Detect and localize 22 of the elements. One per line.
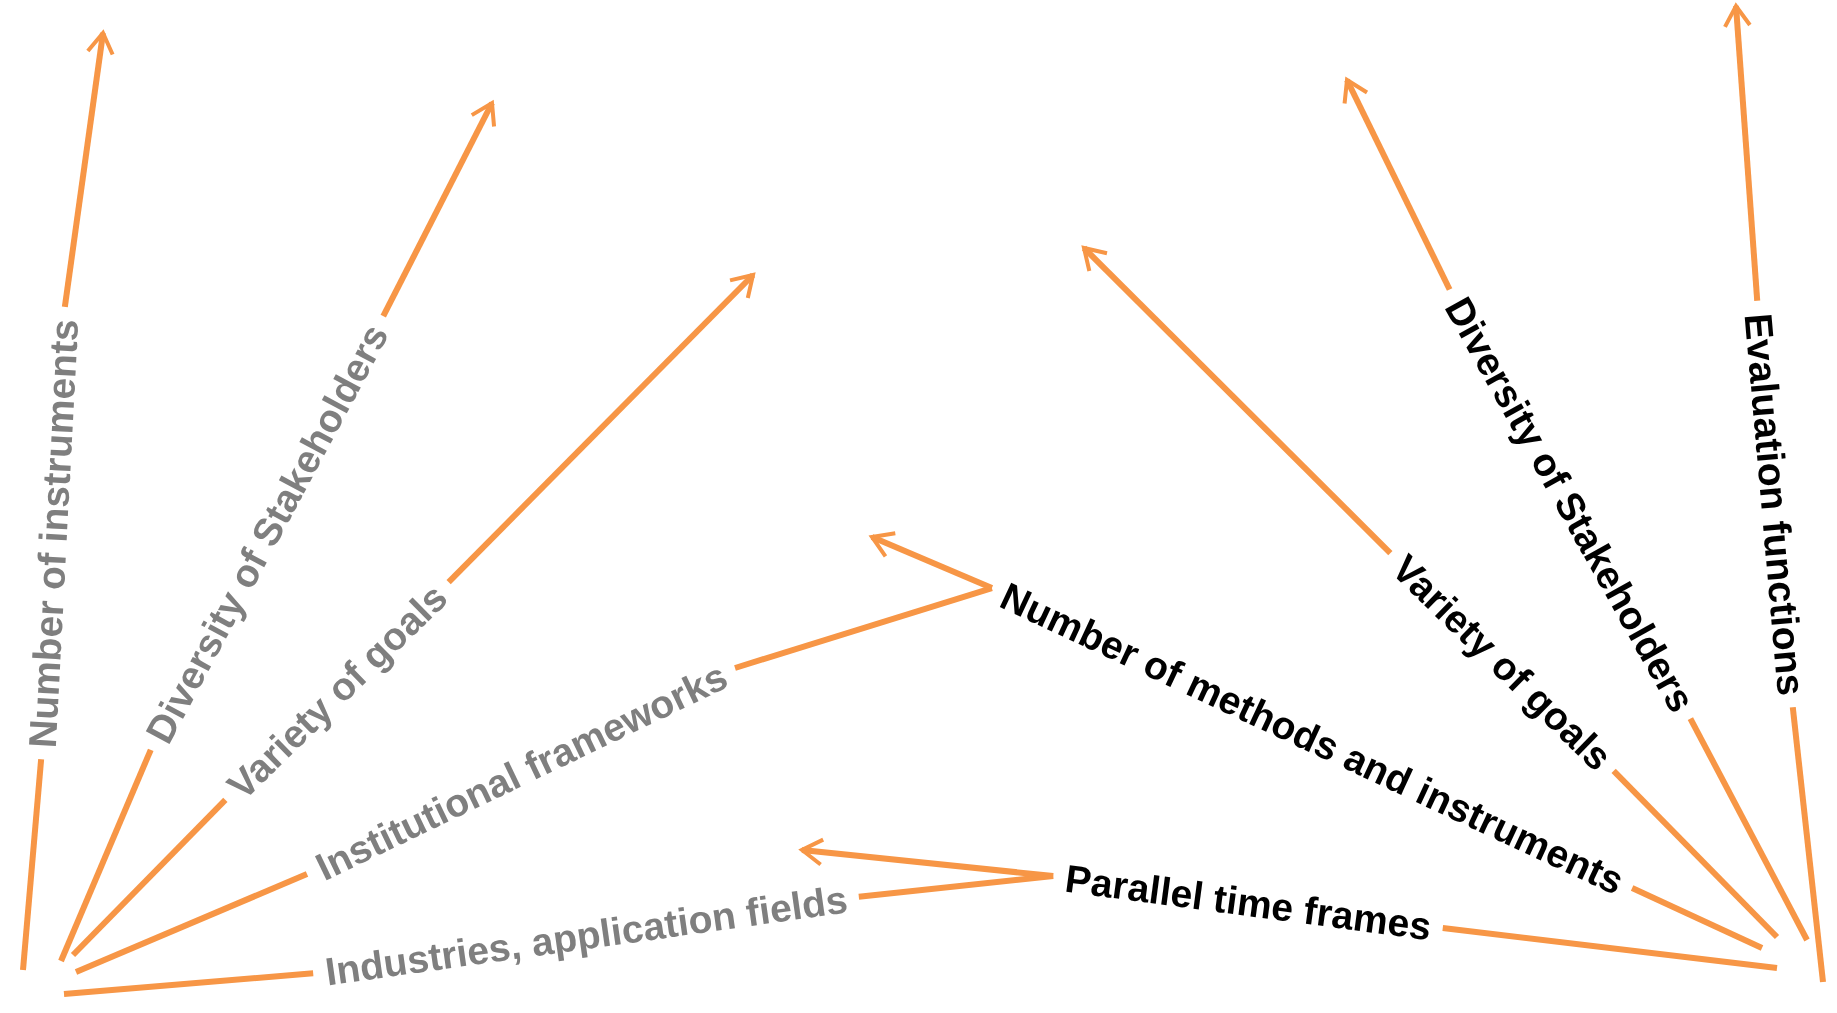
arrow <box>446 272 756 585</box>
arrow <box>1722 4 1761 301</box>
arrow <box>800 837 1054 879</box>
connector-line <box>1611 768 1780 940</box>
connector-line <box>734 585 993 671</box>
connector-line <box>20 758 45 971</box>
arrow-label: Parallel time frames <box>1060 858 1435 946</box>
connector-line <box>1687 717 1810 942</box>
connector-line <box>74 871 309 975</box>
connector-line <box>63 970 314 997</box>
arrow <box>61 31 115 308</box>
connector-line <box>1630 885 1764 951</box>
arrow <box>870 531 994 591</box>
arrow-label: Evaluation functions <box>1738 309 1812 699</box>
connector-line <box>58 748 154 963</box>
arrow <box>1342 78 1453 291</box>
connector-line <box>1789 706 1826 983</box>
connector-line <box>70 797 228 958</box>
connector-line <box>1442 925 1778 971</box>
arrow-label: Number of instruments <box>22 315 84 751</box>
arrow <box>380 101 497 318</box>
arrow <box>1081 245 1393 556</box>
